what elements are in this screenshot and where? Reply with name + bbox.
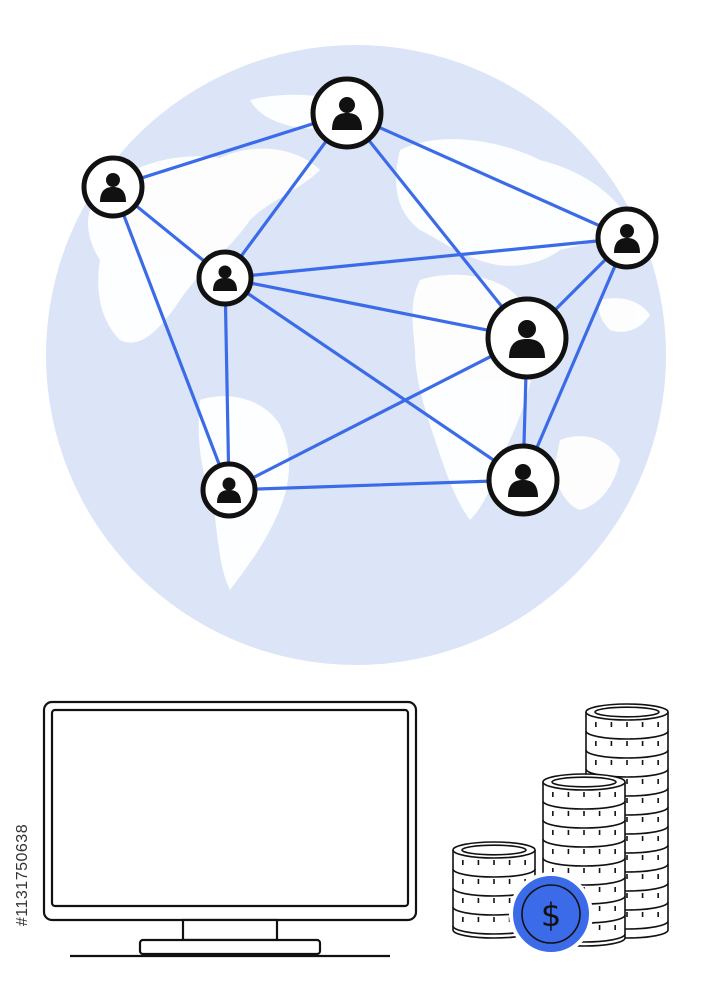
connection-line: [223, 276, 231, 492]
person-icon: [310, 76, 384, 150]
connection-line: [223, 236, 629, 280]
connection-line: [345, 111, 629, 240]
person-icon: [486, 443, 560, 517]
stock-id-label: #1131750638: [6, 770, 40, 980]
person-icon: [595, 206, 659, 270]
monitor-screen: [50, 708, 410, 908]
stock-id-text: #1131750638: [14, 823, 31, 927]
connection-line: [223, 276, 529, 340]
person-icon: [200, 461, 258, 519]
person-icon: [81, 155, 145, 219]
connection-line: [345, 111, 529, 340]
connection-line: [111, 111, 349, 189]
monitor-icon: [42, 700, 418, 958]
monitor-neck: [181, 918, 279, 942]
connection-line: [223, 276, 525, 482]
monitor-base: [138, 938, 322, 956]
currency-symbol: $: [541, 896, 561, 934]
person-icon: [196, 249, 254, 307]
connection-line: [521, 236, 629, 482]
connection-line: [227, 478, 525, 492]
people-nodes: [81, 76, 659, 519]
person-icon: [485, 296, 569, 380]
connection-line: [111, 185, 231, 492]
dollar-coin-icon: $: [509, 872, 593, 956]
connection-line: [227, 336, 529, 492]
